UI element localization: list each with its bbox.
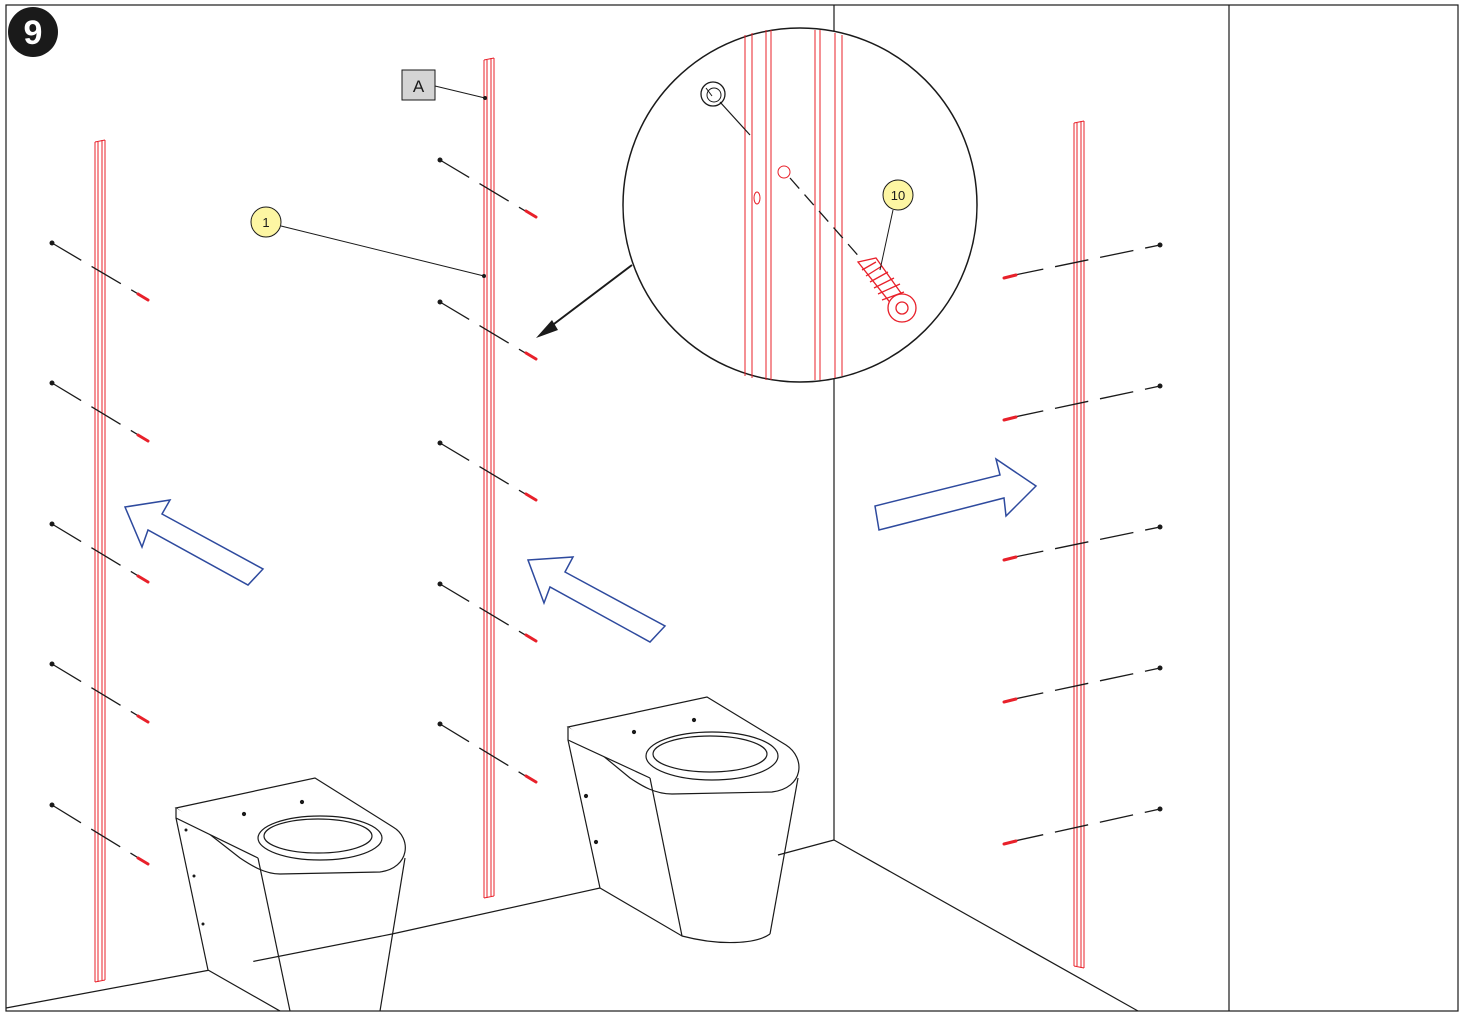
- wall-plugs-left: [136, 292, 150, 866]
- direction-arrow-icon: [123, 499, 265, 586]
- fixing-lines-middle: [439, 159, 533, 781]
- step-badge: 9: [8, 7, 58, 57]
- toilet-pan-icon: [566, 696, 800, 944]
- direction-arrow-icon: [526, 556, 667, 643]
- fixing-lines-right: [1009, 244, 1161, 843]
- toilet-screw-holes: [184, 828, 205, 926]
- wall-profile-left: [94, 139, 106, 983]
- part-callout-10: 10: [879, 179, 914, 271]
- part-callout-1-text: 1: [262, 215, 269, 230]
- screw-icon: [856, 257, 917, 323]
- wall-plugs-right: [1002, 273, 1018, 846]
- part-callout-1: 1: [250, 206, 486, 278]
- drill-hole-icon: [700, 81, 726, 107]
- detail-pointer-arrow: [536, 264, 633, 338]
- step-number: 9: [24, 14, 43, 52]
- part-label-a: A: [401, 69, 487, 101]
- drill-holes-left: [49, 240, 55, 808]
- wall-plugs-middle: [524, 209, 538, 784]
- drill-holes-right: [1157, 242, 1163, 812]
- detail-magnifier: [622, 27, 978, 383]
- fixing-lines-left: [51, 242, 146, 863]
- part-label-a-text: A: [413, 77, 425, 96]
- drill-holes-middle: [437, 157, 443, 727]
- part-callout-10-text: 10: [891, 188, 905, 203]
- direction-arrow-icon: [874, 457, 1038, 531]
- toilet-pan-icon: [174, 777, 406, 1012]
